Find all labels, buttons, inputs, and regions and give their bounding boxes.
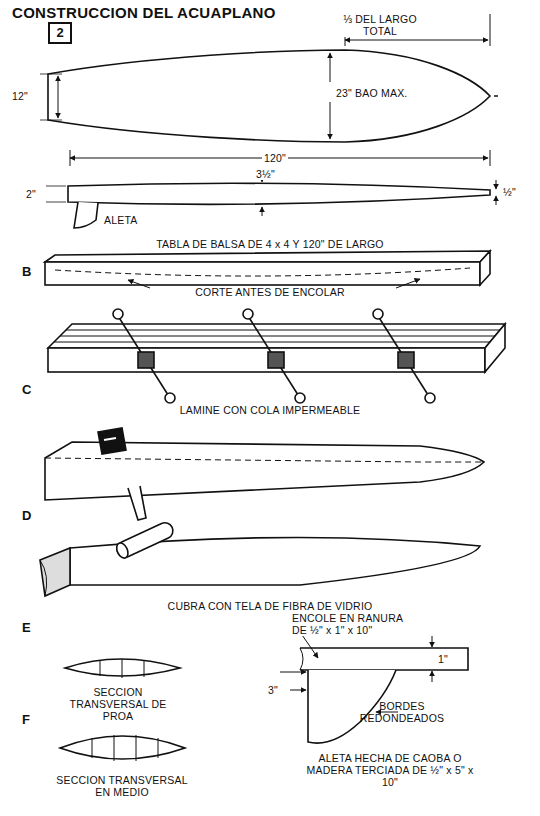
dimension: 3½" xyxy=(254,168,277,180)
section-caption: SECCION TRANSVERSAL EN MEDIO xyxy=(52,774,192,798)
figure-number: 2 xyxy=(50,24,70,42)
fin-note: BORDES REDONDEADOS xyxy=(357,700,447,724)
step-note: CORTE ANTES DE ENCOLAR xyxy=(193,286,347,298)
section-caption: SECCION TRANSVERSAL DE PROA xyxy=(58,686,178,722)
dimension: 3" xyxy=(268,684,278,696)
fin-note: ALETA HECHA DE CAOBA O MADERA TERCIADA D… xyxy=(305,752,475,788)
figure-title: CONSTRUCCION DEL ACUAPLANO xyxy=(12,4,276,21)
figure-number-box: 2 xyxy=(48,22,72,44)
step-caption: LAMINE CON COLA IMPERMEABLE xyxy=(180,404,360,416)
dimension: 120" xyxy=(262,152,288,164)
step-caption: CUBRA CON TELA DE FIBRA DE VIDRIO xyxy=(168,600,373,612)
step-letter: C xyxy=(22,384,32,396)
dimension: 12" xyxy=(12,90,28,102)
dimension: 2" xyxy=(26,188,36,200)
step-letter: D xyxy=(22,510,32,522)
step-caption: TABLA DE BALSA DE 4 x 4 Y 120" DE LARGO xyxy=(156,238,383,250)
dimension: 1" xyxy=(438,653,448,665)
dimension: 23" BAO MAX. xyxy=(334,87,410,99)
fin-note: ENCOLE EN RANURA DE ½" x 1" x 10" xyxy=(290,612,414,636)
step-letter: B xyxy=(22,266,32,278)
part-name: ALETA xyxy=(104,214,137,226)
dimension: ½" xyxy=(503,186,516,198)
dimension-note: ⅓ DEL LARGO TOTAL xyxy=(328,13,432,37)
step-letter: E xyxy=(22,622,31,634)
step-letter: F xyxy=(22,714,30,726)
